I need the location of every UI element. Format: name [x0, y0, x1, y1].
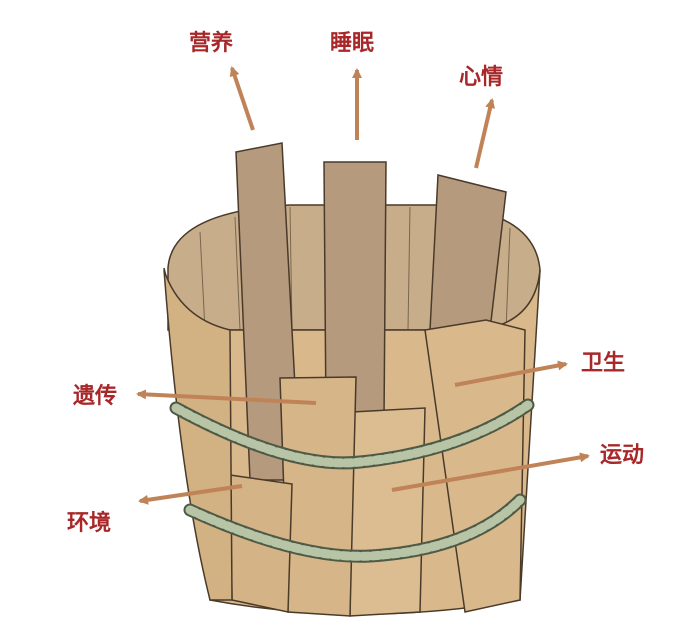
arrow-environment — [138, 484, 243, 505]
label-hygiene: 卫生 — [581, 350, 626, 376]
stave-exercise — [349, 407, 426, 617]
arrow-nutrition — [229, 66, 255, 131]
arrow-hygiene — [454, 360, 568, 387]
arrow-genetics — [136, 389, 317, 405]
arrow-exercise — [391, 452, 590, 492]
label-sleep: 睡眠 — [330, 30, 375, 56]
label-exercise: 运动 — [600, 442, 645, 468]
inner-stave-lines — [199, 206, 511, 331]
label-nutrition: 营养 — [189, 30, 234, 56]
label-environment: 环境 — [67, 510, 112, 536]
arrow-mood — [474, 98, 496, 169]
arrows — [136, 66, 590, 505]
stave-hygiene — [424, 319, 526, 613]
label-mood: 心情 — [459, 64, 504, 90]
label-genetics: 遗传 — [73, 383, 118, 409]
